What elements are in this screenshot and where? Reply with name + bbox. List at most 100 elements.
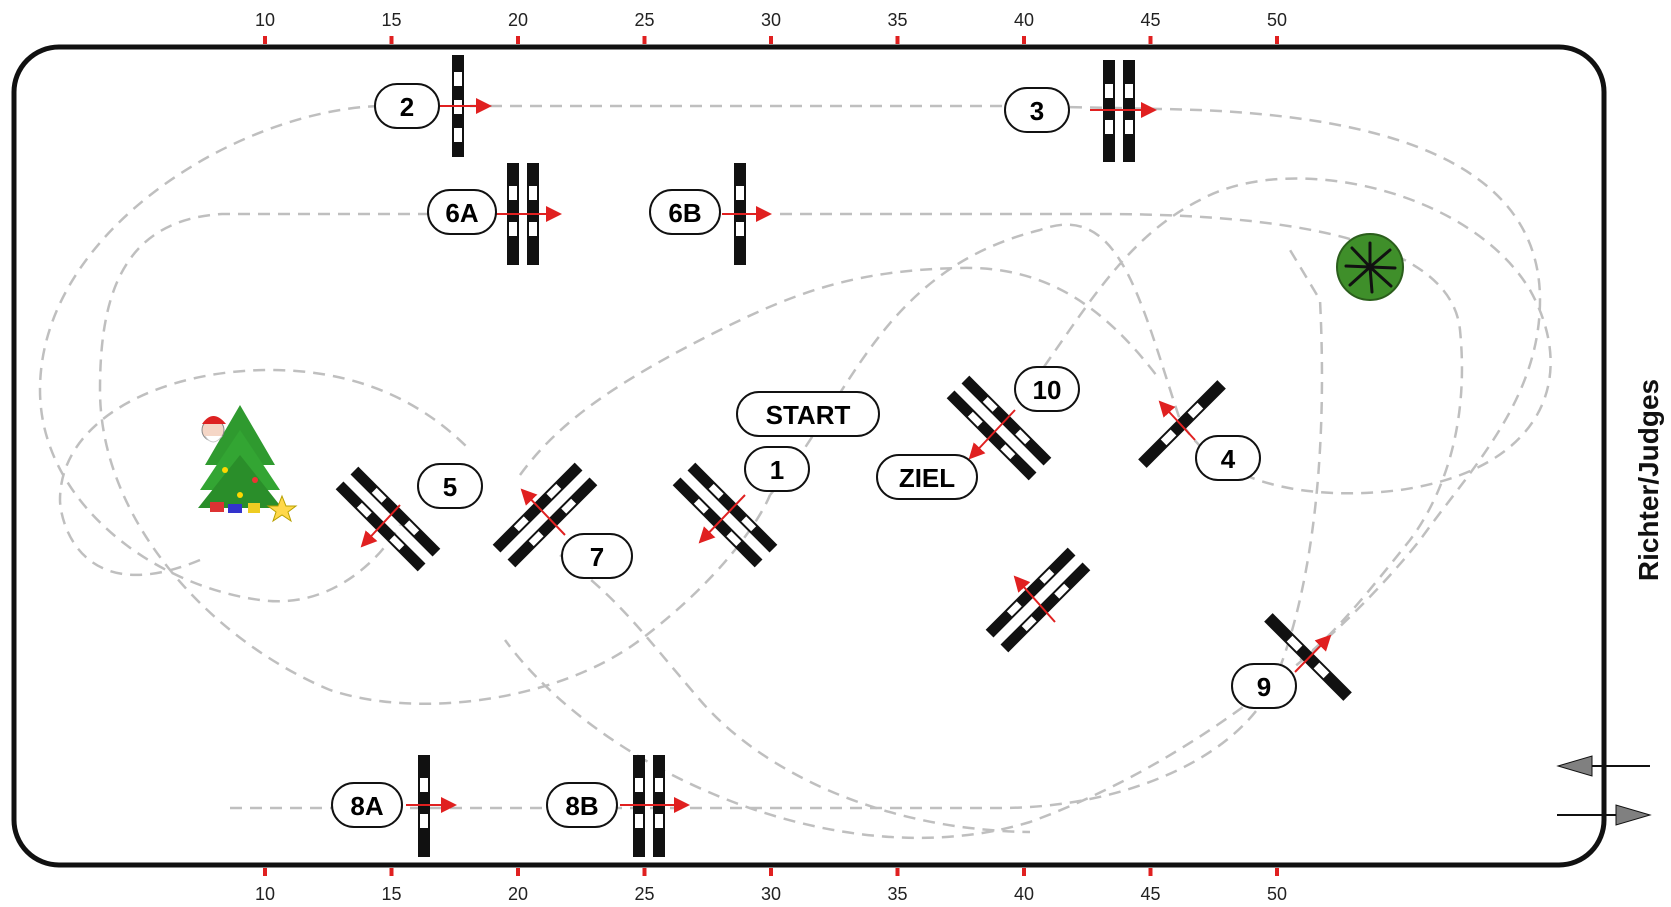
- obstacle-7-arrow: [520, 488, 566, 536]
- top-scale-tick-mark: [389, 36, 394, 44]
- path-6b-to-right: [780, 212, 1464, 662]
- obstacle-6a: [495, 163, 562, 265]
- label-ziel: ZIEL: [876, 454, 978, 500]
- label-8b: 8B: [546, 782, 618, 828]
- path-upper-loop: [470, 104, 1542, 840]
- svg-text:8A: 8A: [350, 791, 383, 821]
- bottom-scale-tick-mark: [769, 868, 773, 876]
- svg-text:10: 10: [1033, 375, 1062, 405]
- course-paths: [38, 104, 1552, 840]
- top-scale-tick-label: 15: [381, 10, 401, 30]
- santa-icon: [201, 416, 226, 443]
- svg-text:START: START: [766, 400, 851, 430]
- label-8a: 8A: [331, 782, 403, 828]
- palm-tree-icon: [1336, 233, 1404, 301]
- svg-text:8B: 8B: [565, 791, 598, 821]
- top-scale-tick-label: 20: [508, 10, 528, 30]
- obstacle-9: [1264, 613, 1352, 701]
- bottom-scale-tick-label: 20: [508, 884, 528, 904]
- top-scale-tick-label: 30: [761, 10, 781, 30]
- label-6a: 6A: [427, 189, 497, 235]
- bottom-scale-tick-label: 50: [1267, 884, 1287, 904]
- label-3: 3: [1004, 87, 1070, 133]
- bottom-scale-tick-mark: [642, 868, 647, 876]
- bottom-scale-tick-mark: [1022, 868, 1026, 876]
- bottom-scale-tick-mark: [516, 868, 520, 876]
- judges-label: Richter/Judges: [1633, 379, 1664, 581]
- top-scale-tick-label: 35: [887, 10, 907, 30]
- arena-border: [11, 44, 1607, 868]
- obstacle-4: [1138, 380, 1226, 468]
- svg-text:5: 5: [443, 472, 457, 502]
- bottom-scale: 10 15 20 25 30 35 40 45 50: [255, 868, 1287, 904]
- label-10: 10: [1014, 366, 1080, 412]
- label-9: 9: [1231, 663, 1297, 709]
- bottom-scale-tick-label: 10: [255, 884, 275, 904]
- top-scale-tick-label: 10: [255, 10, 275, 30]
- obstacle-labels: 2 3 6A 6B START 10 ZIEL 1: [331, 83, 1297, 828]
- top-scale-tick-label: 25: [634, 10, 654, 30]
- obstacle-1-arrow: [698, 494, 746, 544]
- christmas-tree-icon: [198, 405, 298, 523]
- label-1: 1: [744, 446, 810, 492]
- svg-text:2: 2: [400, 92, 414, 122]
- obstacle-3: [1090, 60, 1157, 162]
- top-scale-tick-mark: [1022, 36, 1026, 44]
- label-6b: 6B: [649, 189, 721, 235]
- bottom-scale-tick-label: 35: [887, 884, 907, 904]
- obstacle-5-arrow: [360, 504, 401, 548]
- top-scale-tick-label: 50: [1267, 10, 1287, 30]
- obstacle-8b: [620, 755, 690, 857]
- top-scale-tick-label: 45: [1140, 10, 1160, 30]
- bottom-scale-tick-label: 40: [1014, 884, 1034, 904]
- top-scale-tick-mark: [1275, 36, 1279, 44]
- svg-text:9: 9: [1257, 672, 1271, 702]
- obstacle-8a: [406, 755, 457, 857]
- obstacles: [335, 55, 1352, 857]
- label-2: 2: [374, 83, 440, 129]
- bottom-scale-tick-mark: [895, 868, 900, 876]
- svg-text:6B: 6B: [668, 198, 701, 228]
- obstacle-9-arrow: [1294, 634, 1332, 673]
- bottom-scale-tick-label: 15: [381, 884, 401, 904]
- path-6-line: [98, 212, 772, 706]
- svg-text:1: 1: [770, 455, 784, 485]
- obstacle-2: [440, 55, 492, 157]
- path-left-loop-1: [38, 104, 440, 603]
- bottom-scale-tick-mark: [1148, 868, 1153, 876]
- top-scale-tick-mark: [769, 36, 773, 44]
- top-scale-tick-mark: [263, 36, 267, 44]
- top-scale-tick-mark: [642, 36, 647, 44]
- top-scale-tick-mark: [895, 36, 900, 44]
- bottom-scale-tick-mark: [389, 868, 394, 876]
- bottom-scale-tick-mark: [263, 868, 267, 876]
- label-start: START: [736, 391, 880, 437]
- obstacle-unlabeled: [985, 547, 1091, 653]
- svg-text:3: 3: [1030, 96, 1044, 126]
- path-7-cross: [518, 266, 1161, 476]
- bottom-scale-tick-label: 30: [761, 884, 781, 904]
- label-4: 4: [1195, 435, 1261, 481]
- bottom-scale-tick-label: 45: [1140, 884, 1160, 904]
- arrow-left-icon: [1556, 755, 1650, 777]
- path-7-down: [559, 554, 1031, 834]
- obstacle-4-arrow: [1158, 400, 1196, 441]
- arrow-right-icon: [1557, 804, 1652, 826]
- obstacle-10-arrow: [968, 409, 1016, 460]
- bottom-scale-tick-mark: [1275, 868, 1279, 876]
- obstacle-6b: [722, 163, 772, 265]
- obstacle-unlabeled-arrow: [1013, 575, 1056, 623]
- bottom-scale-tick-label: 25: [634, 884, 654, 904]
- path-figure-eight: [769, 177, 1552, 496]
- svg-text:ZIEL: ZIEL: [899, 463, 955, 493]
- top-scale-tick-mark: [1148, 36, 1153, 44]
- top-scale: 10 15 20 25 30 35 40 45 50: [255, 10, 1287, 44]
- svg-text:4: 4: [1221, 444, 1236, 474]
- path-left-arc: [58, 368, 471, 576]
- path-8-line: [230, 249, 1324, 810]
- label-5: 5: [417, 463, 483, 509]
- top-scale-tick-label: 40: [1014, 10, 1034, 30]
- label-7: 7: [561, 533, 633, 579]
- svg-text:6A: 6A: [445, 198, 478, 228]
